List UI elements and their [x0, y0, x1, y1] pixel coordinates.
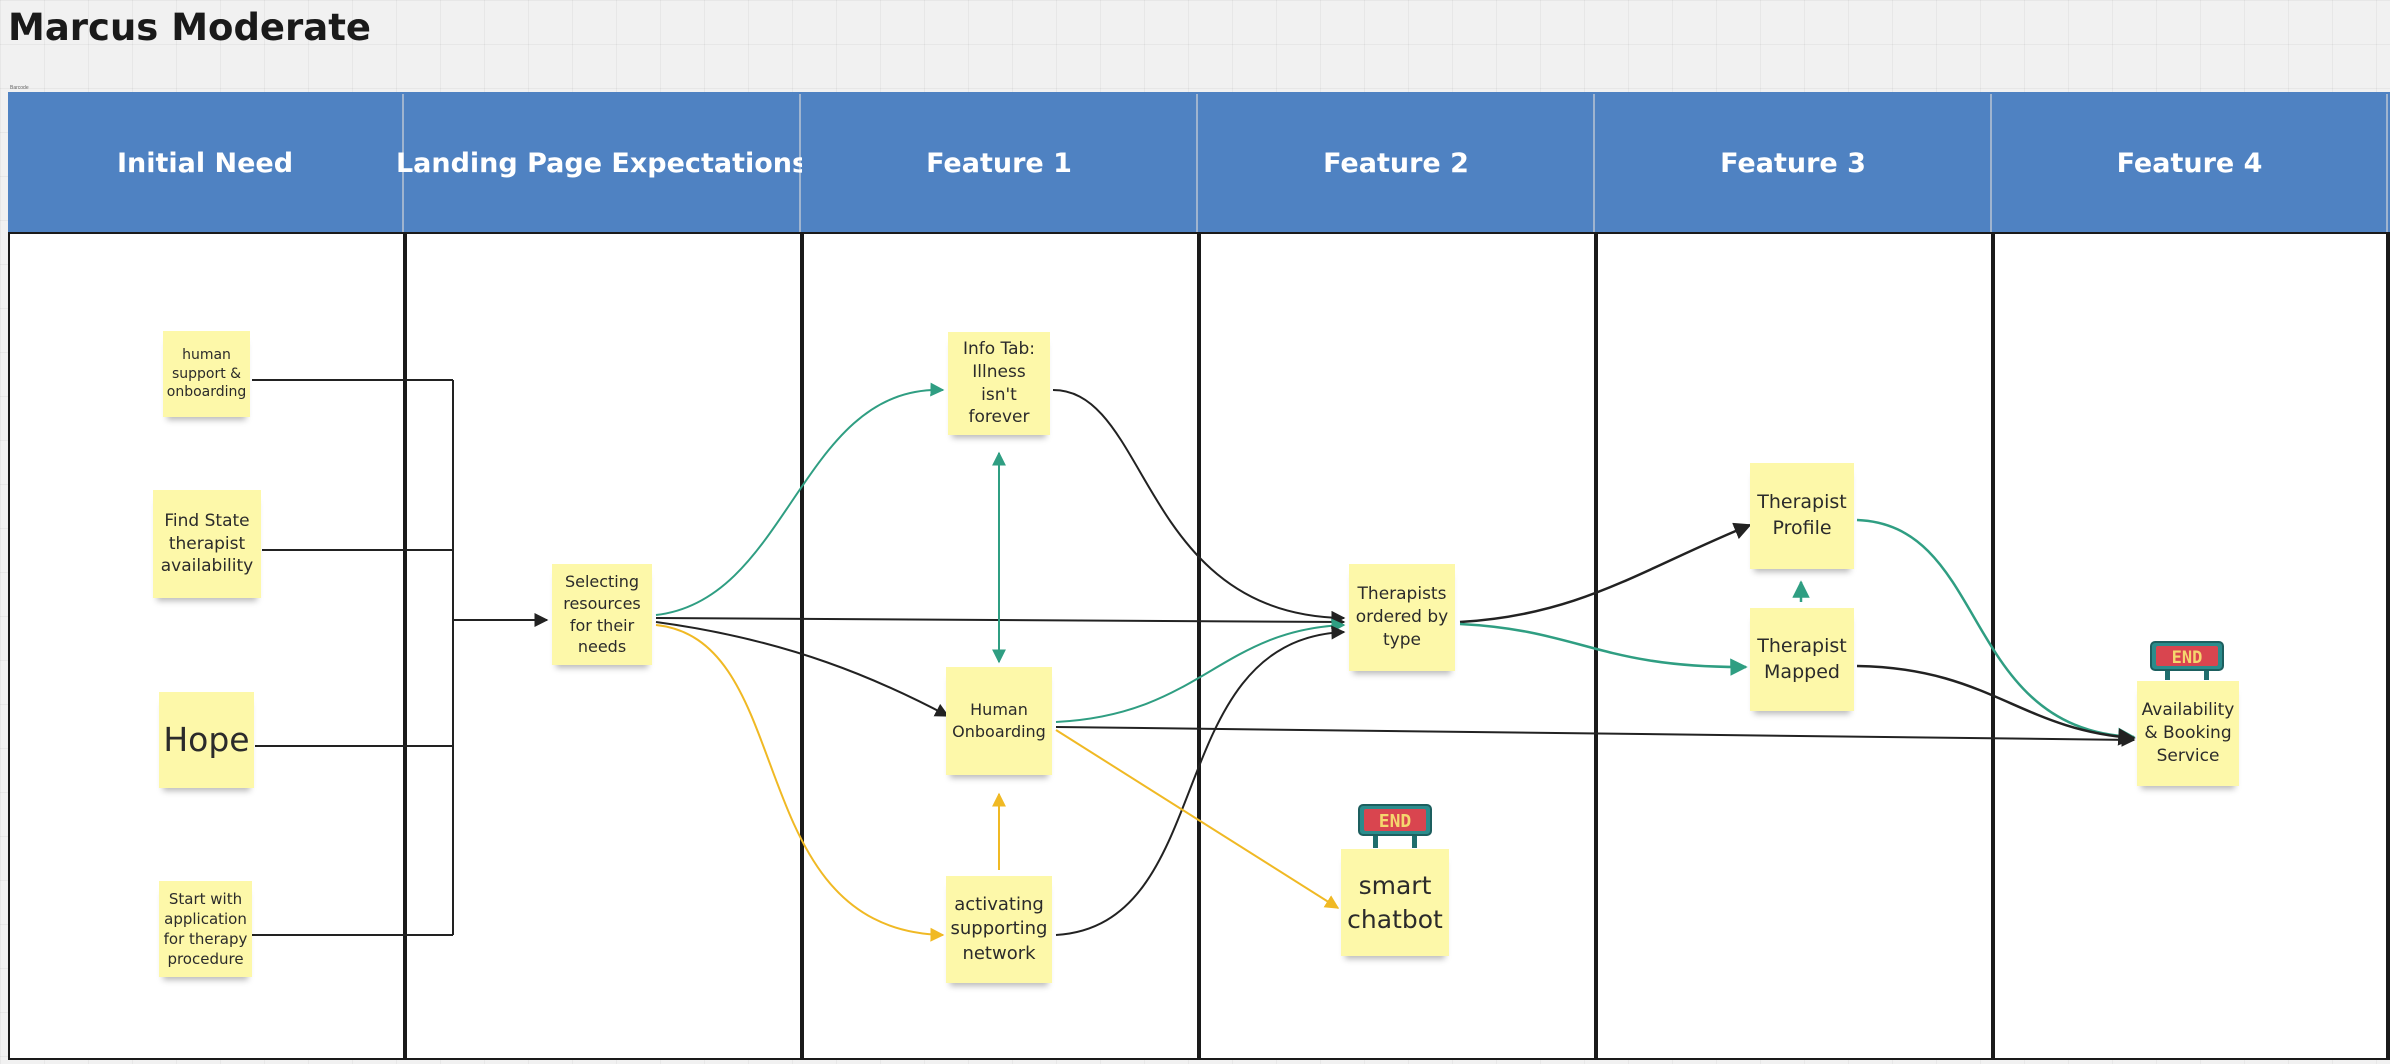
connector-onboarding-to-ordered [1055, 618, 1346, 723]
sticky-therapists-ordered[interactable]: Therapists ordered by type [1349, 564, 1455, 671]
sticky-selecting-resources[interactable]: Selecting resources for their needs [552, 564, 652, 665]
sticky-human-support[interactable]: human support & onboarding [163, 331, 250, 417]
column-divider [8, 232, 10, 1060]
column-header-initial-need[interactable]: Initial Need [8, 94, 404, 232]
connector-selecting-to-info [655, 382, 945, 616]
connector-selecting-to-network [655, 624, 945, 942]
sticky-smart-chatbot[interactable]: smart chatbot [1341, 849, 1449, 956]
end-sign-text: END [2172, 648, 2203, 668]
end-sign-icon: END [1358, 804, 1432, 848]
sticky-therapist-mapped[interactable]: Therapist Mapped [1750, 608, 1854, 711]
column-divider [1197, 232, 1201, 1060]
connector-info-to-ordered [1052, 389, 1346, 625]
connector-selecting-to-onboarding [655, 621, 950, 717]
sticky-availability-booking[interactable]: Availability & Booking Service [2137, 681, 2239, 786]
sticky-hope[interactable]: Hope [159, 692, 254, 788]
column-header-feature-4[interactable]: Feature 4 [1993, 94, 2388, 232]
column-header-landing-page[interactable]: Landing Page Expectations [396, 94, 808, 232]
column-divider [800, 232, 804, 1060]
sticky-activating-network[interactable]: activating supporting network [946, 876, 1052, 983]
column-header-feature-1[interactable]: Feature 1 [802, 94, 1198, 232]
end-sign-text: END [1379, 811, 1412, 832]
connector-mapped-to-availability [1856, 664, 2136, 746]
column-divider [1594, 232, 1598, 1060]
connector-onboarding-to-availability [1055, 726, 2136, 747]
connector-ordered-to-profile [1459, 522, 1752, 624]
column-divider [1991, 232, 1995, 1060]
column-divider [2386, 232, 2390, 1060]
connector-profile-to-availability [1856, 518, 2136, 746]
end-sign-icon: END [2150, 641, 2224, 680]
sticky-therapist-profile[interactable]: Therapist Profile [1750, 463, 1854, 569]
sticky-find-state[interactable]: Find State therapist availability [153, 490, 261, 598]
connector-network-to-ordered [1055, 625, 1346, 936]
sticky-human-onboarding[interactable]: Human Onboarding [946, 667, 1052, 775]
sticky-info-tab[interactable]: Info Tab: Illness isn't forever [948, 332, 1050, 435]
frame-label: Barcode [10, 85, 29, 91]
connector-onboarding-to-chatbot [1055, 729, 1340, 909]
board-title: Marcus Moderate [8, 6, 372, 49]
column-divider [403, 232, 407, 1060]
sticky-start-application[interactable]: Start with application for therapy proce… [159, 881, 252, 977]
column-header-feature-3[interactable]: Feature 3 [1596, 94, 1992, 232]
column-header-feature-2[interactable]: Feature 2 [1199, 94, 1595, 232]
connector-ordered-to-mapped [1459, 622, 1748, 676]
